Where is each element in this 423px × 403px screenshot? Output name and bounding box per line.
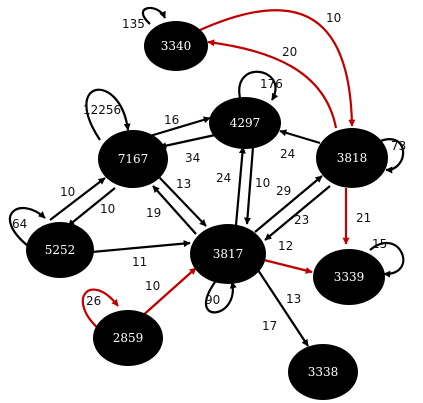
node-3339[interactable]: 3339	[313, 249, 385, 305]
edge-label-3817-3338-b: 17	[262, 319, 277, 333]
edge-label-3817-7167: 19	[146, 206, 161, 220]
edge-3818-4297	[279, 129, 321, 145]
node-4297-shape	[209, 97, 281, 149]
edge-7167-4297	[149, 116, 211, 138]
edge-label-3817-4297: 24	[216, 171, 231, 185]
edge-2859-3817	[139, 267, 197, 319]
edge-label-3817-3338: 13	[286, 292, 301, 306]
edge-2859-2859	[81, 288, 119, 331]
edge-label-3818-3818: 73	[391, 139, 406, 153]
node-4297-label: 4297	[230, 116, 261, 130]
edge-label-2859-3817: 10	[145, 279, 160, 293]
node-7167[interactable]: 7167	[98, 130, 168, 188]
node-3818-shape	[316, 128, 388, 188]
edges	[8, 6, 405, 347]
node-3817-label: 3817	[213, 247, 244, 261]
edge-7167-3817	[157, 175, 207, 227]
edge-5252-5252	[8, 207, 46, 247]
edge-3817-3818	[254, 175, 323, 233]
edge-3340-3818	[199, 9, 356, 127]
edge-3817-3817	[204, 281, 237, 314]
node-5252-label: 5252	[45, 243, 76, 257]
edge-label-4297-3817: 10	[255, 176, 270, 190]
edge-7167-5252	[67, 187, 116, 227]
edge-label-5252-3817: 11	[132, 255, 147, 269]
edge-label-3817-3818: 29	[276, 184, 291, 198]
edge-label-3340-3818: 10	[326, 11, 341, 25]
edge-label-7167-7167: 12256	[83, 103, 121, 117]
edge-3339-3339	[369, 242, 405, 278]
edge-label-4297-7167: 34	[185, 151, 200, 165]
edge-3817-7167	[152, 185, 197, 235]
edge-labels: 135 10 20 12256 176 16 34 73 24 64 10 10…	[12, 11, 406, 333]
node-7167-label: 7167	[118, 152, 149, 166]
edge-5252-3817	[91, 240, 191, 254]
node-3817-shape	[190, 224, 266, 284]
node-2859-shape	[93, 310, 163, 366]
nodes: 3340 4297 7167 3818 5252 3817 3339 2859	[26, 21, 388, 400]
node-3338[interactable]: 3338	[288, 344, 358, 400]
edge-label-3818-3817: 23	[294, 213, 309, 227]
edge-label-4297-4297: 176	[260, 77, 283, 91]
edge-label-2859-2859: 26	[86, 294, 101, 308]
edge-4297-7167	[159, 133, 216, 150]
edge-5252-7167	[49, 177, 106, 221]
node-3818-label: 3818	[337, 151, 368, 165]
node-3339-shape	[313, 249, 385, 305]
edge-label-5252-5252: 64	[12, 217, 27, 231]
node-2859-label: 2859	[113, 331, 144, 345]
edge-3340-3340	[141, 6, 167, 25]
node-3818[interactable]: 3818	[316, 128, 388, 188]
edge-3817-3338	[257, 269, 309, 347]
edge-3818-3817	[264, 185, 331, 241]
edge-3818-3340	[207, 39, 338, 129]
edge-4297-3817	[244, 146, 255, 225]
edge-label-7167-5252: 10	[100, 202, 115, 216]
node-7167-shape	[98, 130, 168, 188]
edge-label-3817-3339: 12	[278, 239, 293, 253]
edge-label-3817-3817: 90	[205, 293, 220, 307]
node-3817[interactable]: 3817	[190, 224, 266, 284]
node-3339-label: 3339	[334, 270, 365, 284]
node-5252-shape	[26, 222, 94, 278]
node-2859[interactable]: 2859	[93, 310, 163, 366]
edge-label-7167-4297: 16	[164, 113, 179, 127]
node-3338-shape	[288, 344, 358, 400]
edge-label-3340-3340: 135	[122, 17, 145, 31]
edge-label-3818-3339: 21	[356, 211, 371, 225]
edge-3817-3339	[263, 258, 313, 274]
edge-label-5252-7167: 10	[60, 185, 75, 199]
node-3340-label: 3340	[161, 39, 192, 53]
edge-3818-3818	[377, 138, 405, 174]
node-5252[interactable]: 5252	[26, 222, 94, 278]
edge-label-3818-4297: 24	[280, 147, 295, 161]
edge-4297-4297	[238, 70, 279, 101]
edge-3817-4297	[234, 146, 246, 226]
node-3340[interactable]: 3340	[144, 21, 208, 71]
edge-7167-7167	[85, 88, 131, 141]
edge-label-3818-3340: 20	[282, 45, 297, 59]
node-3340-shape	[144, 21, 208, 71]
node-4297[interactable]: 4297	[209, 97, 281, 149]
node-3338-label: 3338	[308, 365, 339, 379]
edge-label-3339-3339: 15	[372, 237, 387, 251]
edge-label-7167-3817: 13	[176, 177, 191, 191]
